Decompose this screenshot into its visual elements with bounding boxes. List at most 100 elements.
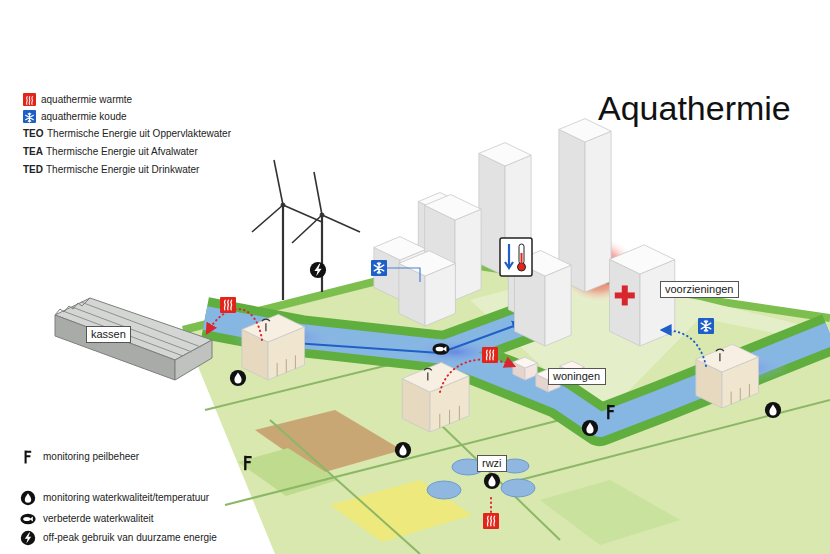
map-icons — [582, 420, 598, 436]
label-box: rwzi — [477, 455, 507, 472]
map-icons — [482, 347, 498, 363]
wind-turbines — [281, 203, 285, 207]
energy-flows — [662, 330, 706, 366]
map-icons — [310, 262, 326, 278]
map-icons — [230, 370, 246, 386]
cold-line — [387, 268, 420, 282]
map-icons — [374, 262, 384, 273]
legend-text: monitoring waterkwaliteit/temperatuur — [43, 492, 209, 504]
building-face — [513, 357, 537, 368]
abbreviation: TEA — [23, 146, 43, 158]
ground — [183, 262, 830, 554]
thermometer-sign — [519, 244, 524, 264]
box-label: woningen — [553, 370, 601, 383]
building-face — [640, 260, 675, 346]
greenhouses — [63, 302, 201, 356]
thermometer-sign — [500, 238, 532, 276]
wind-turbines — [252, 160, 322, 232]
map-icons — [698, 318, 714, 334]
farm-fields — [205, 345, 830, 554]
building-face — [242, 314, 305, 342]
legend-text: off-peak gebruik van duurzame energie — [43, 532, 217, 544]
label-box: kassen — [86, 326, 131, 343]
box-label: rwzi — [482, 457, 502, 470]
swatch-glyph — [23, 111, 36, 124]
map-icons — [432, 343, 449, 355]
thermometer-sign — [500, 238, 532, 276]
abbreviation-meaning: Thermische Energie uit Drinkwater — [46, 164, 199, 176]
rwzi-basins — [501, 479, 535, 497]
building-face — [425, 195, 482, 221]
greenhouses — [55, 298, 90, 315]
thermometer-sign — [521, 253, 523, 265]
legend-symbols — [21, 531, 35, 545]
map-icons — [220, 297, 236, 313]
legend-text: verbeterde waterkwaliteit — [43, 513, 154, 525]
farm-fields — [330, 480, 472, 542]
wind-turbines — [321, 215, 323, 292]
map-icons — [371, 260, 387, 276]
legend-swatch — [23, 93, 36, 106]
farm-fields — [270, 420, 420, 554]
buildings — [242, 119, 759, 432]
farm-fields — [205, 345, 830, 554]
building-face — [696, 344, 759, 372]
energy-flows — [490, 498, 492, 512]
building-face — [402, 362, 469, 392]
farm-fields — [225, 420, 560, 505]
map-icons — [765, 402, 781, 418]
map-icons — [486, 350, 493, 360]
legend-symbols — [20, 451, 35, 546]
wind-turbines — [320, 213, 324, 217]
building-face — [399, 251, 456, 276]
building-face — [610, 245, 675, 274]
wind-turbines — [282, 205, 284, 300]
abbreviation: TEO — [23, 128, 44, 140]
legend-symbols — [26, 451, 32, 464]
greenhouses — [55, 315, 175, 380]
wind-turbines — [252, 160, 360, 300]
diagram-title: Aquathermie — [598, 88, 791, 128]
swatch-glyph — [27, 97, 33, 105]
legend-symbols — [20, 514, 35, 524]
antenna — [716, 349, 724, 361]
pump-detail — [440, 406, 460, 428]
pump-detail — [731, 384, 749, 404]
abbreviation-meaning: Thermische Energie uit Oppervlaktewater — [47, 128, 231, 140]
map-icons — [395, 442, 411, 458]
box-label: voorzieningen — [665, 283, 734, 296]
building-face — [455, 209, 481, 300]
building-face — [585, 131, 611, 292]
map-icons — [701, 320, 711, 331]
red-cross — [615, 292, 635, 298]
ground — [183, 262, 830, 554]
abbreviation: TED — [23, 164, 43, 176]
abbreviation-meaning: Thermische Energie uit Afvalwater — [46, 146, 198, 158]
farm-fields — [540, 480, 680, 545]
greenhouses — [175, 340, 212, 380]
wind-turbines — [292, 172, 360, 243]
label-box: woningen — [548, 368, 606, 385]
map-icons — [608, 405, 614, 419]
building-face — [610, 259, 641, 346]
label-box: voorzieningen — [660, 281, 739, 298]
legend-text: monitoring peilbeheer — [43, 451, 139, 463]
map-icons — [487, 516, 494, 526]
greenhouses — [55, 298, 212, 380]
pump-detail — [277, 355, 295, 376]
map-icons — [245, 456, 251, 470]
building-face — [479, 143, 531, 166]
energy-flows — [207, 309, 262, 340]
legend-symbols — [21, 491, 35, 505]
box-label: kassen — [91, 328, 126, 341]
map-icons — [220, 260, 781, 529]
thermometer-sign — [508, 244, 510, 266]
legend-text: aquathermie koude — [41, 111, 127, 123]
rwzi-basins — [427, 481, 461, 499]
building-face — [545, 265, 571, 346]
swatch-glyph — [23, 94, 36, 107]
map-icons — [483, 513, 499, 529]
thermometer-sign — [505, 262, 513, 268]
